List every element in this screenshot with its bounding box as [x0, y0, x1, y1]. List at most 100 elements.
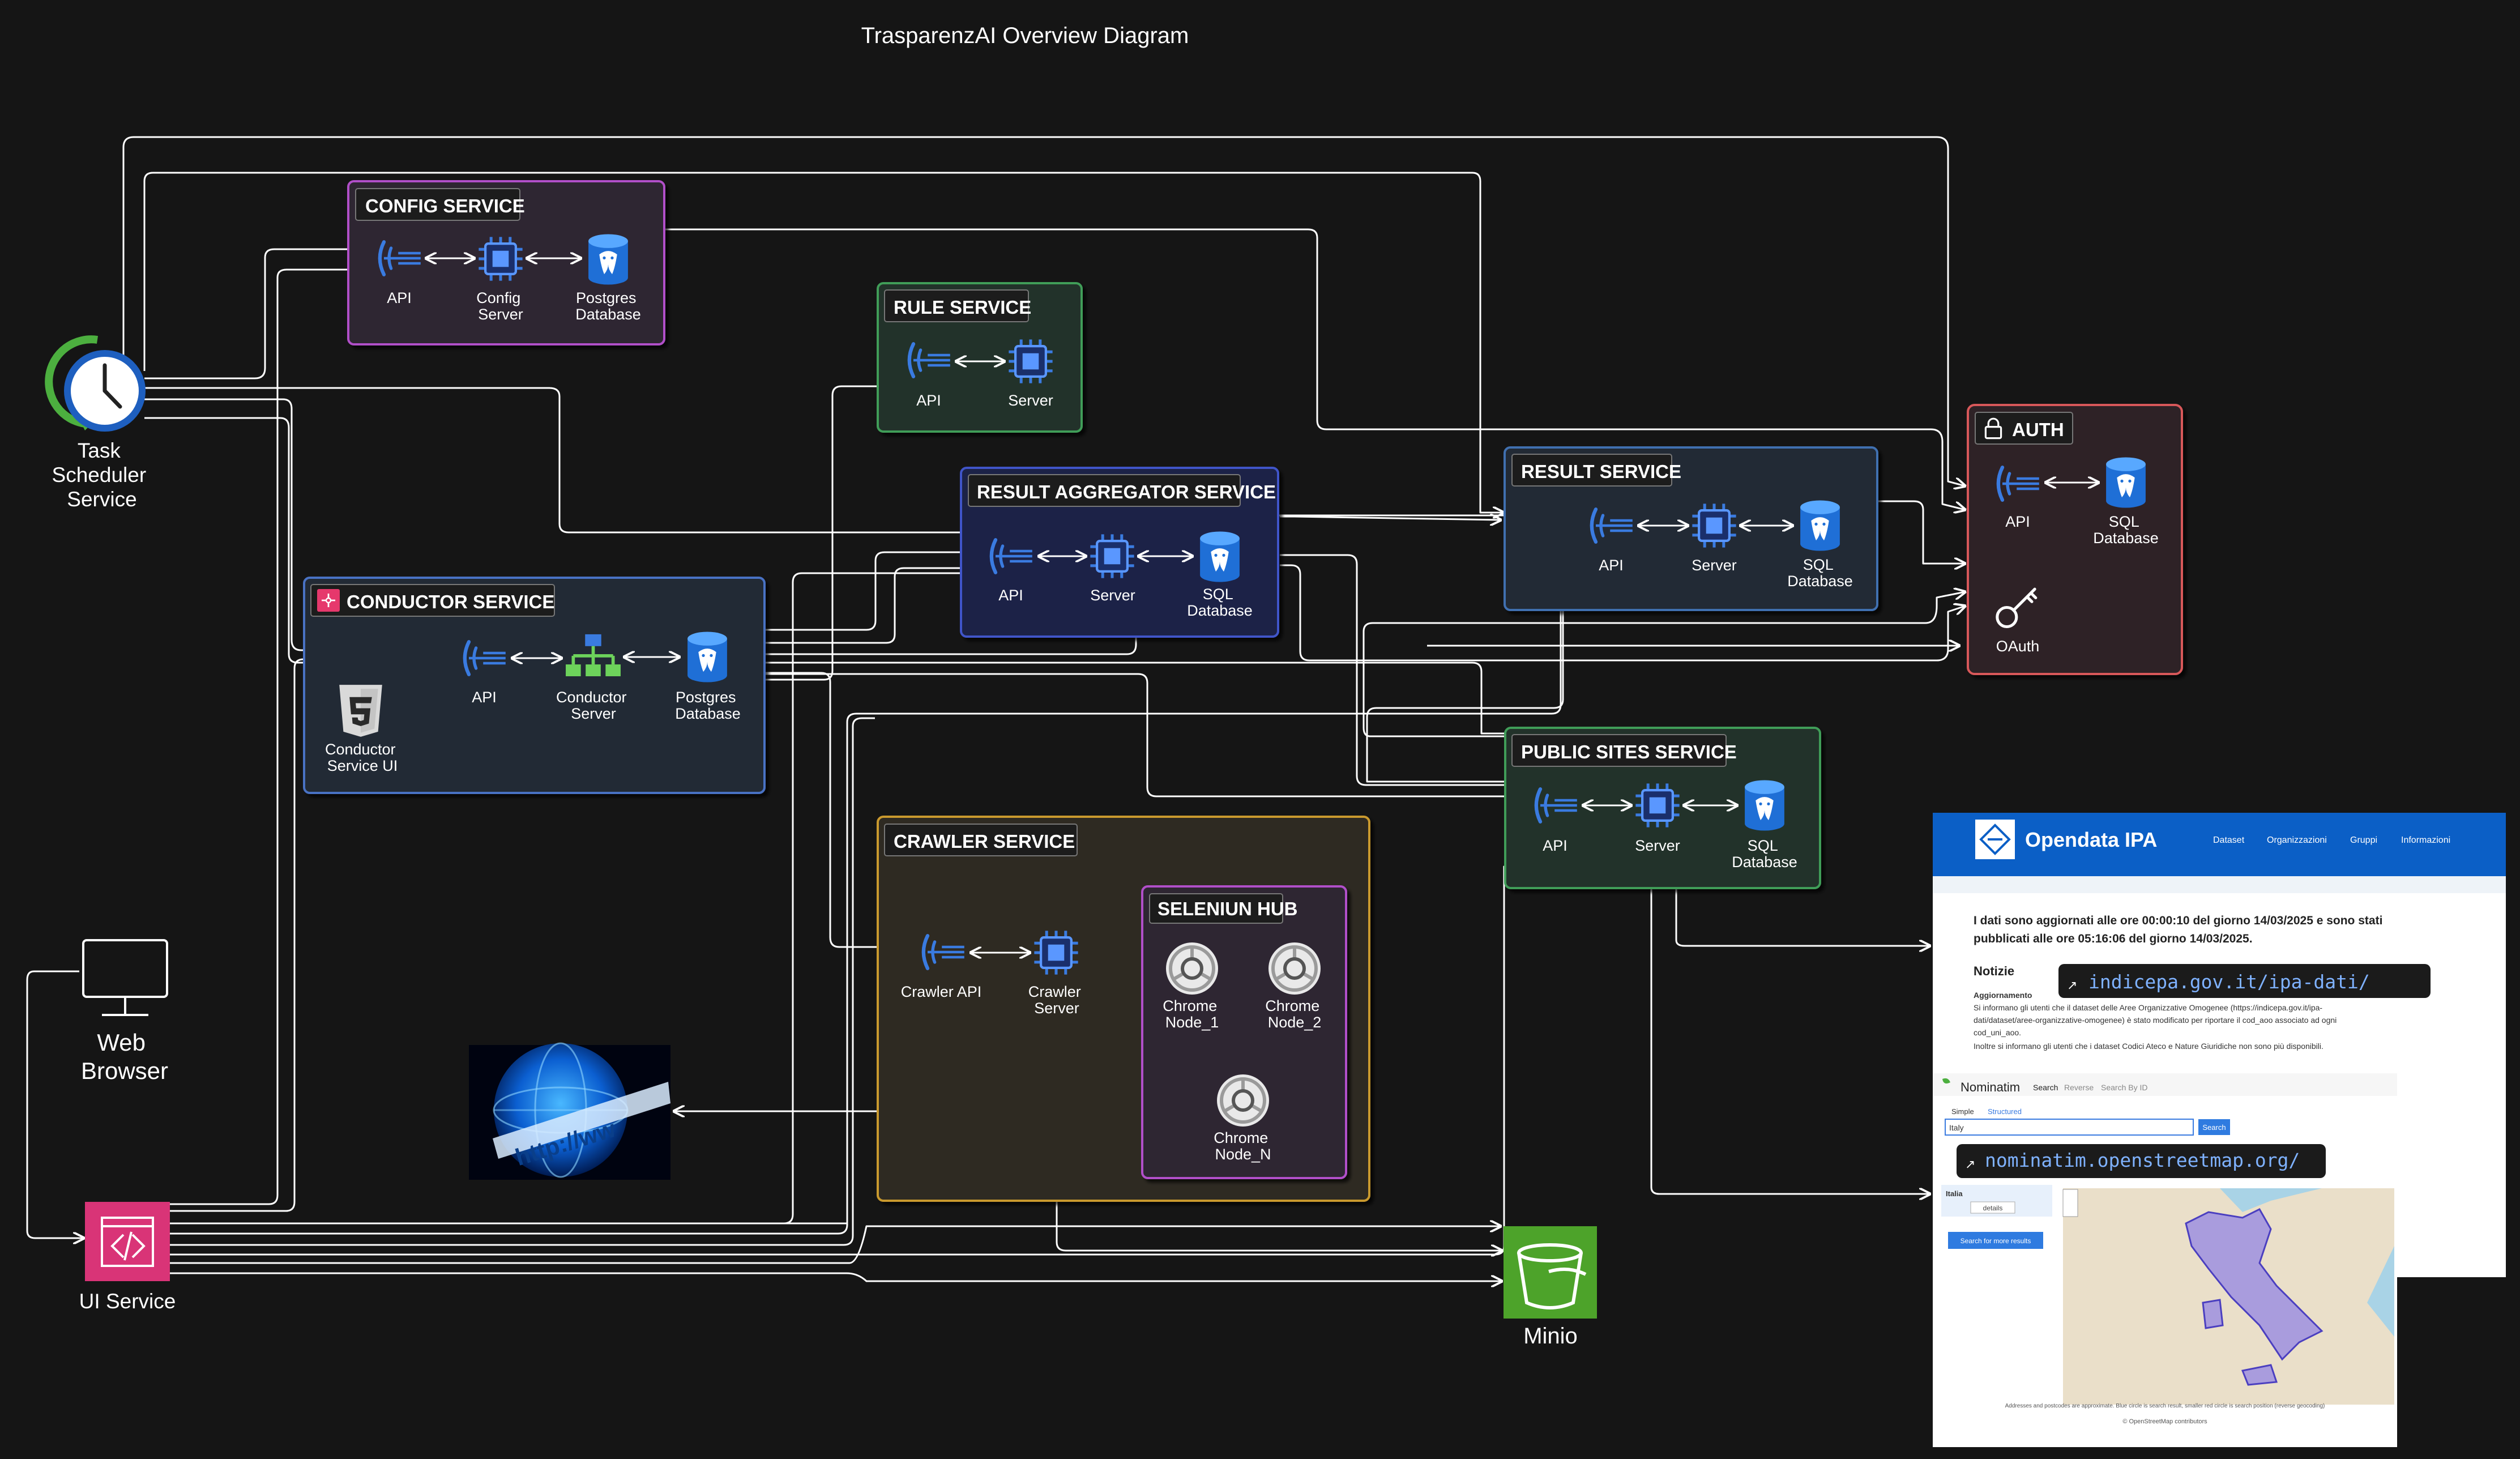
nominatim-search-button[interactable]: Search — [2202, 1123, 2226, 1132]
auth-oauth-label: OAuth — [1996, 638, 2040, 655]
nominatim-brand: Nominatim — [1961, 1080, 2020, 1094]
conductor-api-label: API — [472, 689, 497, 706]
rule-service-title: RULE SERVICE — [894, 297, 1031, 318]
rule-api-label: API — [916, 392, 941, 409]
opendata-notizie: Notizie — [1974, 964, 2014, 978]
public-sites-title: PUBLIC SITES SERVICE — [1521, 741, 1737, 762]
public-api-label: API — [1543, 837, 1567, 854]
aggregator-api-label: API — [998, 587, 1023, 604]
opendata-update-line-2: pubblicati alle ore 05:16:06 del giorno … — [1974, 932, 2253, 945]
nominatim-more-button[interactable]: Search for more results — [1961, 1237, 2031, 1245]
conductor-ui-label: Conductor Service UI — [325, 741, 400, 774]
nominatim-nav-search[interactable]: Search — [2033, 1083, 2058, 1092]
minio-storage: Minio — [1504, 1226, 1597, 1349]
opendata-nav-gruppi[interactable]: Gruppi — [2350, 835, 2377, 845]
nominatim-screenshot: Nominatim Search Reverse Search By ID Si… — [1933, 1073, 2397, 1447]
opendata-update-line-1: I dati sono aggiornati alle ore 00:00:10… — [1974, 914, 2382, 927]
html5-icon — [339, 685, 382, 737]
crawler-api-label: Crawler API — [901, 983, 982, 1000]
opendata-news-4: Inoltre si informano gli utenti che i da… — [1974, 1042, 2323, 1051]
chrome-node-2-label: Chrome Node_2 — [1265, 997, 1324, 1031]
auth-database-label: SQL Database — [2093, 513, 2159, 547]
opendata-nav-organizzazioni[interactable]: Organizzazioni — [2267, 835, 2327, 845]
aggregator-database-label: SQL Database — [1187, 586, 1253, 619]
conductor-title: CONDUCTOR SERVICE — [347, 591, 554, 612]
public-sites-service: PUBLIC SITES SERVICE API Server SQL Data… — [1504, 727, 1821, 889]
opendata-news-0: Aggiornamento — [1974, 991, 2032, 1000]
conductor-server-label: Conductor Server — [556, 689, 631, 722]
conductor-logo-icon — [317, 589, 340, 612]
aggregator-server-label: Server — [1090, 587, 1135, 604]
nominatim-tab-structured[interactable]: Structured — [1988, 1107, 2022, 1116]
code-window-icon — [85, 1202, 170, 1281]
auth-title: AUTH — [2012, 419, 2064, 440]
config-service-title: CONFIG SERVICE — [365, 195, 525, 216]
nominatim-footer-2: © OpenStreetMap contributors — [2122, 1418, 2207, 1425]
crawler-title: CRAWLER SERVICE — [894, 831, 1075, 852]
rule-server-label: Server — [1008, 392, 1053, 409]
result-title: RESULT SERVICE — [1521, 461, 1681, 482]
config-service: CONFIG SERVICE API Config Server Postgre… — [347, 180, 665, 345]
aggregator-title: RESULT AGGREGATOR SERVICE — [977, 481, 1276, 502]
conductor-service: CONDUCTOR SERVICE API Conductor Server P… — [303, 577, 766, 794]
crawler-server-label: Crawler Server — [1028, 983, 1086, 1017]
nominatim-link-arrow-icon: ↗ — [1965, 1158, 1975, 1172]
internet-globe-image: http://ww — [469, 1042, 670, 1180]
opendata-link-arrow-icon: ↗ — [2067, 979, 2077, 993]
config-database-label: Postgres Database — [575, 289, 641, 323]
database-icon — [687, 632, 727, 682]
chrome-icon — [1166, 942, 1218, 995]
nominatim-query[interactable]: Italy — [1949, 1123, 1964, 1132]
opendata-brand: Opendata IPA — [2025, 828, 2157, 851]
nominatim-result-name[interactable]: Italia — [1946, 1189, 1963, 1198]
task-scheduler-service: Task Scheduler Service — [45, 335, 152, 511]
config-server-label: Config Server — [476, 289, 525, 323]
conductor-database-label: Postgres Database — [675, 689, 741, 722]
result-aggregator-service: RESULT AGGREGATOR SERVICE API Server SQL… — [960, 467, 1279, 638]
nominatim-details-button[interactable]: details — [1983, 1204, 2003, 1212]
chrome-node-n-label: Chrome Node_N — [1214, 1129, 1272, 1163]
nominatim-map — [2062, 1188, 2394, 1405]
database-icon — [588, 234, 628, 285]
web-browser: Web Browser — [81, 939, 168, 1084]
connector-lines — [26, 136, 1965, 1281]
public-server-label: Server — [1635, 837, 1680, 854]
task-scheduler-label: Task Scheduler Service — [52, 439, 152, 511]
auth-service: AUTH API SQL Database OAuth — [1967, 404, 2183, 675]
chrome-icon — [1217, 1074, 1269, 1127]
public-database-label: SQL Database — [1732, 837, 1797, 871]
web-browser-label: Web Browser — [81, 1029, 168, 1084]
result-server-label: Server — [1692, 557, 1737, 574]
result-database-label: SQL Database — [1787, 556, 1853, 590]
ui-service: UI Service — [79, 1202, 176, 1313]
nominatim-tab-simple[interactable]: Simple — [1951, 1107, 1974, 1116]
monitor-icon — [82, 939, 168, 1016]
selenium-title: SELENIUN HUB — [1158, 898, 1298, 919]
diagram-title: TrasparenzAI Overview Diagram — [861, 23, 1189, 48]
minio-label: Minio — [1523, 1324, 1578, 1349]
database-icon — [1745, 780, 1784, 831]
clock-icon — [45, 335, 146, 432]
nominatim-footer-1: Addresses and postcodes are approximate.… — [2005, 1403, 2325, 1409]
opendata-nav-informazioni[interactable]: Informazioni — [2401, 835, 2450, 845]
opendata-nav-dataset[interactable]: Dataset — [2213, 835, 2245, 845]
database-icon — [2106, 457, 2146, 508]
nominatim-link[interactable]: nominatim.openstreetmap.org/ — [1985, 1149, 2300, 1171]
opendata-news-1: Si informano gli utenti che il dataset d… — [1974, 1003, 2322, 1012]
rule-service: RULE SERVICE API Server — [877, 282, 1083, 433]
auth-api-label: API — [2005, 513, 2030, 530]
nominatim-nav-reverse[interactable]: Reverse — [2064, 1083, 2094, 1092]
chrome-icon — [1268, 942, 1321, 995]
config-api-label: API — [387, 289, 412, 306]
database-icon — [1200, 531, 1240, 582]
result-service: RESULT SERVICE API Server SQL Database — [1504, 446, 1878, 611]
ui-service-label: UI Service — [79, 1290, 176, 1313]
chrome-node-1-label: Chrome Node_1 — [1163, 997, 1221, 1031]
selenium-hub: SELENIUN HUB Chrome Node_1 Chrome Node_2… — [1141, 885, 1347, 1179]
nominatim-nav-search-by-id[interactable]: Search By ID — [2101, 1083, 2147, 1092]
opendata-news-2: dati/dataset/aree-organizzative-omogenee… — [1974, 1016, 2337, 1025]
result-api-label: API — [1599, 557, 1624, 574]
opendata-link[interactable]: indicepa.gov.it/ipa-dati/ — [2088, 971, 2370, 993]
database-icon — [1800, 500, 1840, 551]
